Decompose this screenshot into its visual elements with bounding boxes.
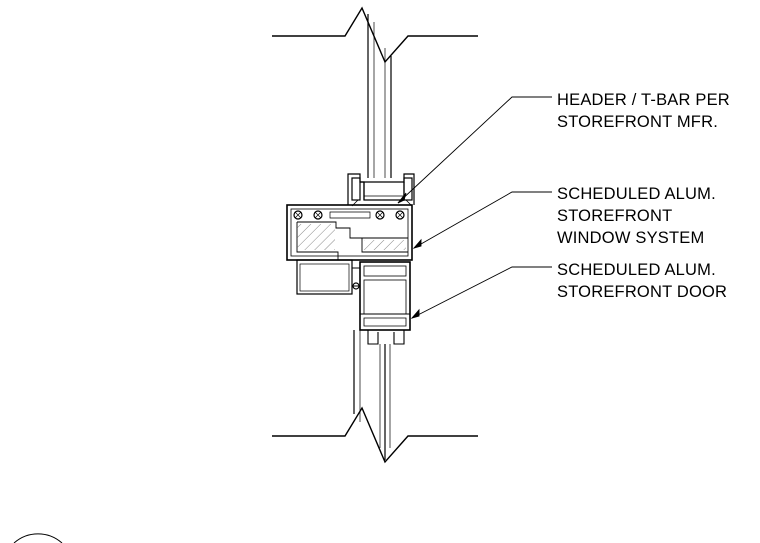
upper-glass-lite [367, 14, 392, 178]
door-frame-stop [296, 259, 361, 295]
callout-door-line-1: SCHEDULED ALUM. [557, 261, 716, 279]
callout-window-system: SCHEDULED ALUM. STOREFRONT WINDOW SYSTEM [557, 183, 716, 249]
callout-window-line-1: SCHEDULED ALUM. [557, 185, 716, 203]
callout-window-line-2: STOREFRONT [557, 207, 673, 225]
arrow-window [412, 238, 422, 249]
header-t-bar [347, 173, 415, 207]
door-top-rail [359, 261, 411, 345]
callout-header-line-1: HEADER / T-BAR PER [557, 91, 730, 109]
leader-door [411, 266, 552, 319]
callout-door-line-2: STOREFRONT DOOR [557, 283, 728, 301]
top-break-line [272, 6, 478, 64]
detail-bubble-partial [13, 533, 63, 543]
arrow-header [397, 192, 407, 204]
bottom-break-line [272, 406, 478, 464]
leader-window [413, 191, 552, 249]
arrow-door [410, 308, 420, 319]
callout-window-line-3: WINDOW SYSTEM [557, 229, 705, 247]
leader-header [397, 96, 552, 204]
callout-header-t-bar: HEADER / T-BAR PER STOREFRONT MFR. [557, 89, 730, 133]
door-glass-lite [353, 330, 391, 460]
leader-lines [397, 96, 552, 319]
callout-storefront-door: SCHEDULED ALUM. STOREFRONT DOOR [557, 259, 727, 303]
callout-header-line-2: STOREFRONT MFR. [557, 113, 718, 131]
header-tube [286, 204, 413, 261]
